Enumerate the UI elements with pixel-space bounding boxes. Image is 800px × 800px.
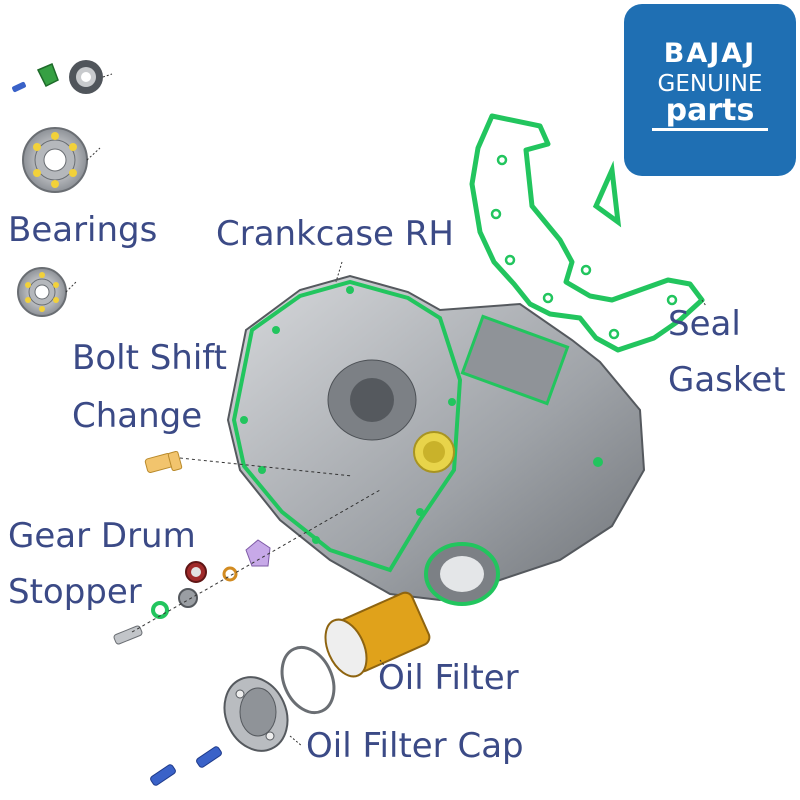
label-oil-filter: Oil Filter <box>378 658 519 698</box>
label-crankcase-rh: Crankcase RH <box>216 214 454 254</box>
label-gasket: Gasket <box>668 360 786 400</box>
label-change: Change <box>72 396 203 436</box>
label-stopper: Stopper <box>8 572 142 612</box>
seal-gasket <box>469 113 707 353</box>
label-seal: Seal <box>668 304 741 344</box>
gear-drum-stopper <box>113 489 381 645</box>
logo-genuine: GENUINE <box>657 71 763 97</box>
label-gear-drum: Gear Drum <box>8 516 196 556</box>
bearing-small-top <box>69 60 113 94</box>
blue-bolts <box>150 746 222 786</box>
bearing-large <box>22 127 101 193</box>
small-screw <box>12 81 26 93</box>
bajaj-genuine-parts-logo: BAJAJ GENUINE parts <box>624 4 796 176</box>
oil-filter-cap <box>223 676 303 752</box>
o-ring <box>280 645 336 715</box>
clip-part <box>36 63 59 88</box>
logo-brand: BAJAJ <box>663 38 757 69</box>
crankcase-rh <box>226 261 646 606</box>
label-bearings: Bearings <box>8 210 158 250</box>
bearing-medium <box>17 267 77 317</box>
label-bolt-shift: Bolt Shift <box>72 338 227 378</box>
logo-parts: parts <box>665 93 755 128</box>
logo-underline <box>652 128 768 131</box>
bolt-shift-change <box>144 450 353 477</box>
label-oil-filter-cap: Oil Filter Cap <box>306 726 524 766</box>
oil-filter <box>324 591 431 678</box>
